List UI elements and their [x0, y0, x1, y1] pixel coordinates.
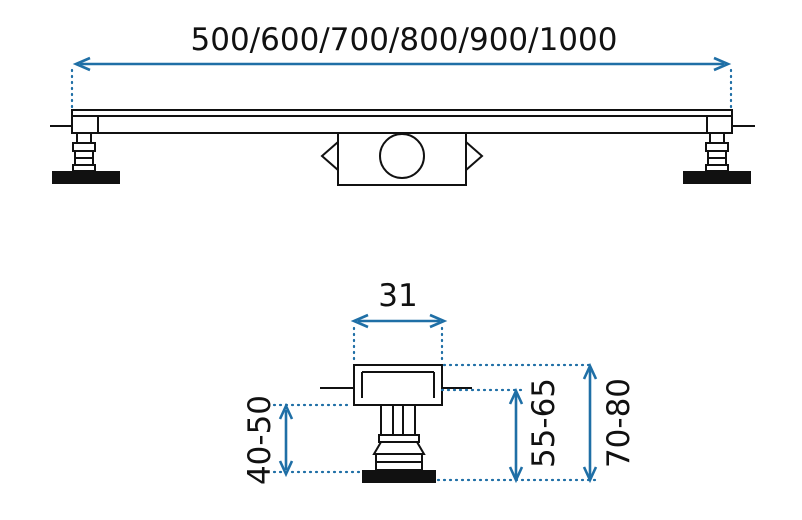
- width-dimension-label: 31: [378, 278, 417, 314]
- height-dimension-middle-label: 55-65: [526, 378, 562, 468]
- height-dimension-left-arrow: [278, 402, 294, 478]
- height-dimension-right-label: 70-80: [601, 378, 637, 468]
- height-dimension-middle-arrow: [508, 387, 524, 484]
- length-dimension-label: 500/600/700/800/900/1000: [191, 22, 618, 58]
- length-dimension-arrow: [72, 56, 732, 72]
- adjustable-foot-left: [52, 132, 120, 184]
- drain-outlet: [320, 132, 484, 186]
- section-adjustable-foot: [362, 404, 436, 483]
- adjustable-foot-right: [683, 132, 751, 184]
- drain-cross-section: 31: [242, 278, 637, 485]
- height-dimension-left-label: 40-50: [242, 395, 278, 485]
- drain-channel-body: [71, 109, 733, 134]
- height-dimension-right-arrow: [582, 362, 598, 484]
- width-dimension-arrow: [350, 313, 448, 329]
- drain-side-view: 500/600/700/800/900/1000: [50, 22, 755, 186]
